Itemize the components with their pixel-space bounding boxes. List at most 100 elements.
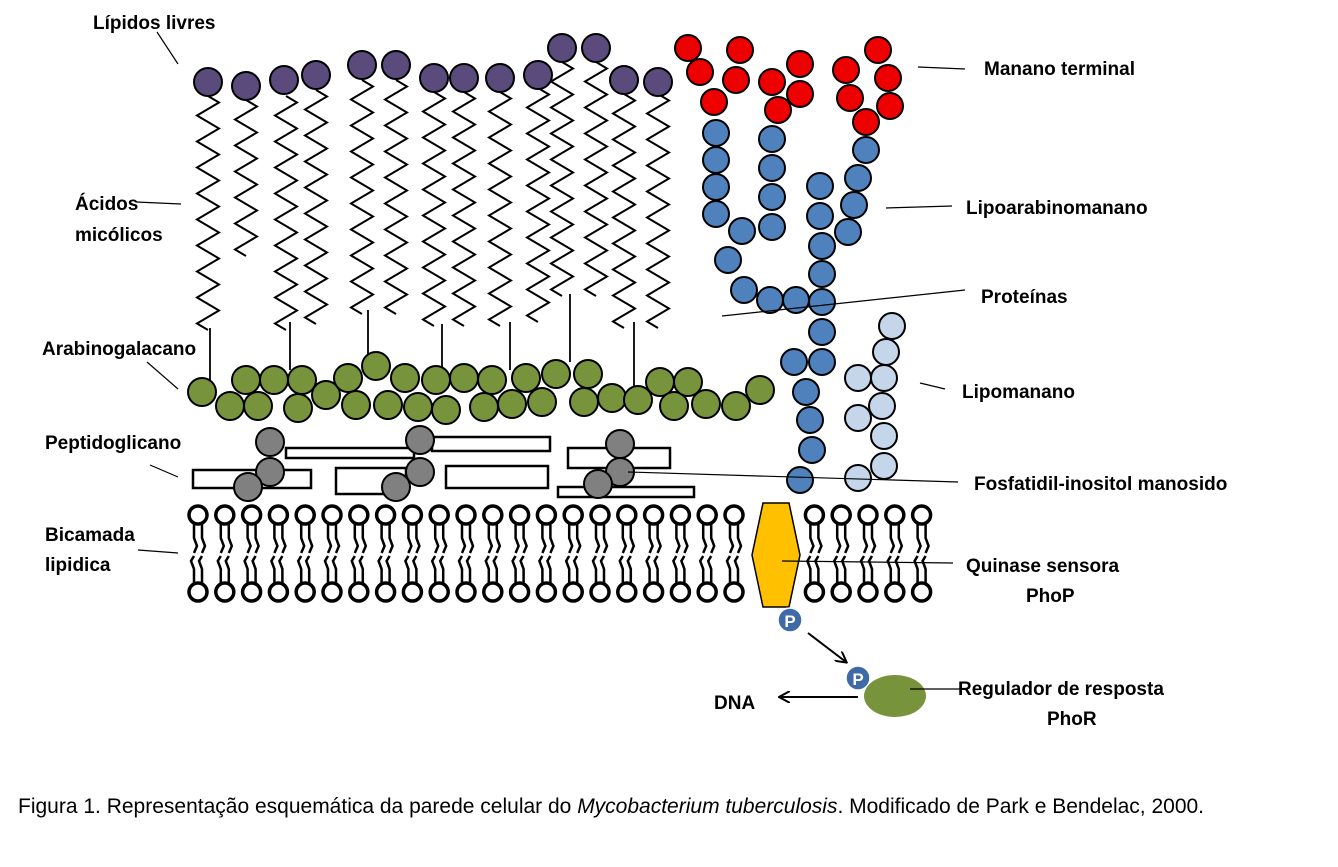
- lipomannan-unit: [870, 452, 898, 480]
- arabinogalactan-unit: [187, 377, 217, 407]
- peptidoglycan-unit: [255, 457, 285, 487]
- lipomannan-unit: [844, 364, 872, 392]
- phospholipid-tail: [514, 524, 520, 554]
- phospholipid-head: [857, 581, 879, 603]
- mycolic-acid-chain: [549, 61, 575, 297]
- peptidoglycan: [191, 425, 696, 502]
- lipid-head: [381, 50, 411, 80]
- phospholipid-tail: [672, 555, 678, 583]
- arabinogalactan-unit: [449, 363, 479, 393]
- sensor-kinase: [751, 502, 801, 608]
- phospholipid-tail: [415, 524, 421, 554]
- lipomannan-unit: [868, 392, 896, 420]
- peptidoglycan-strand: [284, 446, 416, 460]
- peptidoglycan-unit: [381, 472, 411, 502]
- mycolic-acid-chain: [383, 79, 409, 315]
- phospholipid-head: [267, 504, 290, 526]
- phospholipid-head: [508, 504, 531, 526]
- label-lipomannan: Lipomanano: [962, 382, 1075, 403]
- phospholipid-tail: [385, 555, 391, 583]
- phospholipid-tail: [304, 555, 311, 583]
- lipoarabinomannan: [702, 119, 880, 494]
- label-mycolic-acids-2: micólicos: [75, 225, 163, 246]
- arabinomannan-unit: [780, 348, 808, 376]
- mannan-unit: [836, 84, 864, 112]
- arabinogalactan-unit: [573, 359, 603, 389]
- phospholipid-tail: [412, 555, 418, 583]
- terminal-mannan: [674, 34, 904, 136]
- phospholipid-head: [482, 504, 504, 526]
- lipomannan-unit: [844, 464, 872, 492]
- phospholipid-tail: [465, 555, 472, 583]
- peptidoglycan-unit: [255, 427, 285, 457]
- phospholipid-tail: [254, 524, 260, 554]
- phosphate-group-kinase: P: [777, 607, 803, 633]
- phospholipid-tail: [591, 555, 598, 583]
- phospholipid-head: [696, 504, 718, 526]
- arabinogalactan-unit: [527, 387, 557, 417]
- mycolic-acid-chains: [195, 61, 671, 388]
- phospholipid-tail: [326, 524, 333, 554]
- arabinogalactan-unit: [477, 365, 507, 395]
- arabinomannan-unit: [806, 202, 834, 230]
- phospholipid-head: [214, 581, 236, 603]
- mannan-unit: [726, 36, 754, 64]
- phospholipid-tail: [522, 524, 528, 554]
- phospholipid-tail: [350, 555, 357, 583]
- phospholipid-tail: [567, 524, 574, 554]
- mycolic-acid-chain: [349, 79, 375, 315]
- phospholipid-tail: [728, 524, 735, 554]
- phospholipid-tail: [862, 524, 869, 554]
- mannan-unit: [686, 58, 714, 86]
- phospholipid-tail: [843, 524, 850, 554]
- phospholipid-head: [642, 504, 665, 526]
- mycolic-acid-chain: [421, 91, 447, 327]
- phospholipid-tail: [334, 524, 341, 554]
- label-free-lipids: Lípidos livres: [93, 13, 215, 34]
- phospholipid-tail: [299, 524, 306, 554]
- phospholipid-tail: [859, 555, 866, 583]
- phospholipid-tail: [358, 555, 365, 583]
- peptidoglycan-unit: [583, 469, 613, 499]
- phospholipid-head: [803, 581, 826, 603]
- phospholipid-head: [669, 581, 692, 603]
- phospholipid-tail: [307, 524, 314, 554]
- label-dna: DNA: [714, 693, 755, 714]
- phospholipid-tail: [809, 524, 815, 554]
- phospholipid-tail: [916, 524, 922, 554]
- phospholipid-head: [562, 581, 584, 603]
- peptidoglycan-strand: [444, 464, 550, 490]
- arabinomannan-unit: [808, 232, 836, 260]
- peptidoglycan-unit: [233, 472, 263, 502]
- arabinomannan-unit: [844, 164, 872, 192]
- phosphate-p-label: P: [784, 612, 795, 631]
- arabinogalactan-unit: [311, 380, 341, 410]
- phospholipid-tail: [492, 555, 499, 583]
- lipid-head: [485, 63, 515, 93]
- phospholipid-tail: [192, 524, 199, 554]
- phospholipid-tail: [817, 524, 823, 554]
- phospholipid-tail: [361, 524, 368, 554]
- arabinogalactan-unit: [231, 365, 261, 395]
- caption-text-b: . Modificado de Park e Bendelac, 2000.: [837, 795, 1205, 818]
- phospholipid-tail: [706, 555, 713, 583]
- arabinogalactan-unit: [373, 390, 403, 420]
- label-terminal-mannan: Manano terminal: [984, 59, 1135, 80]
- phospholipid-head: [455, 504, 477, 526]
- phospholipid-tail: [216, 555, 223, 583]
- mycolic-acid-chain: [583, 61, 609, 297]
- phospholipid-head: [562, 504, 584, 526]
- caption-text-a: . Representação esquemática da parede ce…: [95, 795, 578, 818]
- mannan-unit: [764, 96, 792, 124]
- lipid-head: [193, 67, 223, 97]
- phospholipid-head: [240, 504, 263, 526]
- label-sensor-kinase-2: PhoP: [1026, 586, 1075, 607]
- arabinogalactan-unit: [431, 395, 461, 425]
- mycolic-acid-chain: [487, 91, 513, 327]
- arabinomannan-unit: [852, 136, 880, 164]
- phospholipid-head: [589, 504, 611, 526]
- phospholipid-tail: [404, 555, 410, 583]
- phospholipid-tail: [618, 555, 625, 583]
- arabinomannan-unit: [808, 260, 836, 288]
- peptidoglycan-unit: [405, 425, 435, 455]
